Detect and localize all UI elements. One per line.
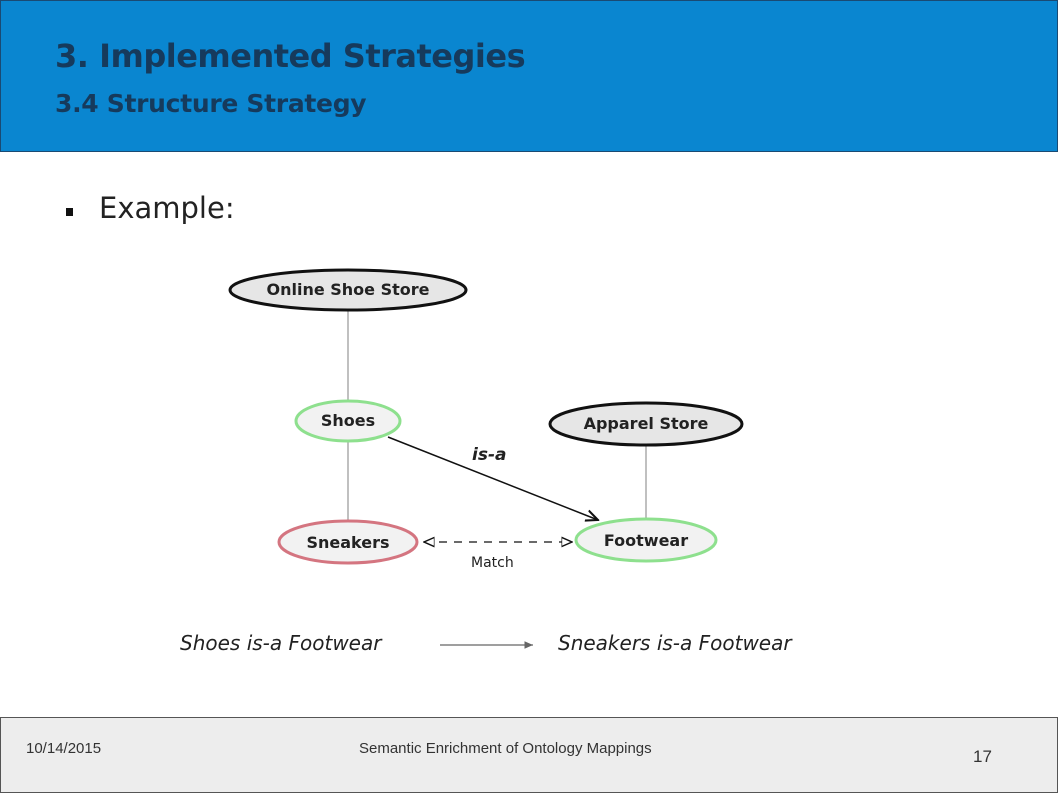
footer-page-number: 17 — [973, 747, 992, 766]
slide-footer: 10/14/2015 Semantic Enrichment of Ontolo… — [0, 717, 1058, 793]
node-sneakers: Sneakers — [277, 519, 419, 565]
node-apparel-store: Apparel Store — [548, 401, 744, 447]
node-label-footwear: Footwear — [604, 531, 688, 550]
node-label-sneakers: Sneakers — [306, 533, 389, 552]
is-a-label: is-a — [472, 445, 506, 465]
footer-date: 10/14/2015 — [26, 740, 102, 757]
slide-header: 3. Implemented Strategies 3.4 Structure … — [0, 0, 1058, 152]
inference-premise: Shoes is-a Footwear — [180, 631, 383, 655]
slide-subtitle: 3.4 Structure Strategy — [55, 89, 367, 118]
node-shoes: Shoes — [294, 399, 402, 443]
node-label-shoes: Shoes — [321, 411, 375, 430]
inference-conclusion: Sneakers is-a Footwear — [558, 631, 793, 655]
node-online-shoe-store: Online Shoe Store — [228, 268, 468, 312]
match-label: Match — [471, 555, 514, 571]
node-label-online-shoe-store: Online Shoe Store — [266, 280, 429, 299]
bullet-marker — [66, 208, 73, 216]
slide-title: 3. Implemented Strategies — [55, 37, 526, 75]
footer-presentation-title: Semantic Enrichment of Ontology Mappings — [359, 740, 652, 757]
node-label-apparel-store: Apparel Store — [584, 414, 709, 433]
bullet-text: Example: — [99, 191, 235, 225]
node-footwear: Footwear — [574, 517, 718, 563]
is-a-arrow — [387, 436, 598, 520]
